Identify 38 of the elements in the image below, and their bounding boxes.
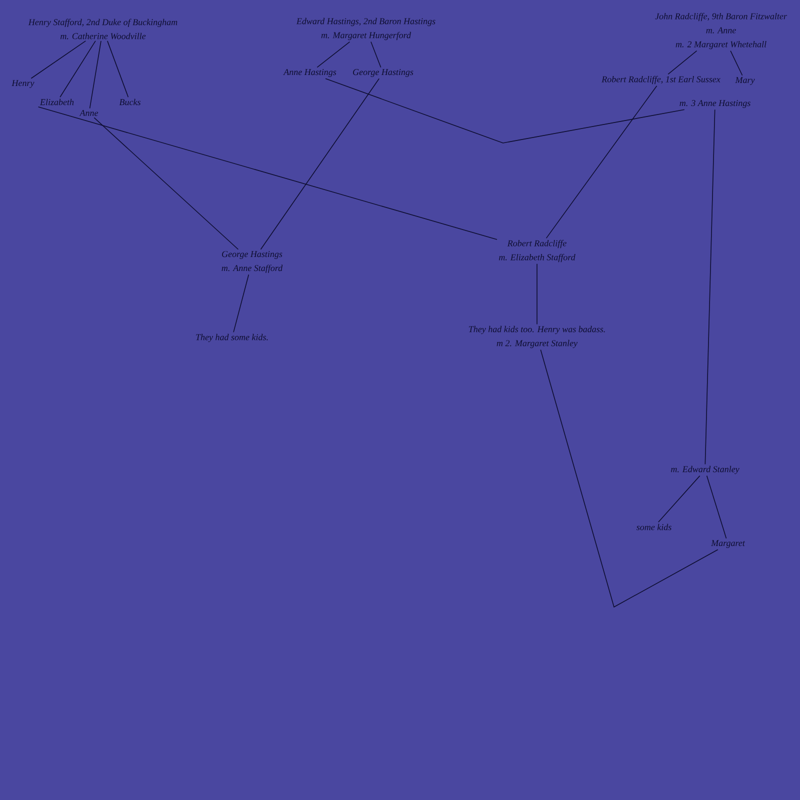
name-label: Mary [735, 77, 755, 85]
name-label: Margaret [710, 540, 746, 548]
name-label: m. 3 Anne Hastings [680, 100, 750, 108]
name-label: Robert Radcliffe, 1st Earl Sussex [602, 76, 720, 84]
connector-line [260, 78, 380, 250]
connector-line [706, 475, 727, 539]
connector-line [658, 475, 700, 523]
name-label: Edward Hastings, 2nd Baron Hastings m. Margaret Hungerford [296, 18, 436, 40]
name-label: m. Edward Stanley [671, 466, 740, 474]
name-label: Anne Hastings [283, 69, 336, 77]
connector-line [730, 50, 743, 76]
name-label: Elizabeth [40, 98, 74, 106]
name-label: Anne [79, 110, 98, 116]
name-label: Henry [12, 80, 34, 88]
connector-line [233, 274, 250, 333]
name-label: They had kids too. Henry was badass. m 2. Margaret Stanley [468, 326, 605, 348]
name-label: Robert Radcliffe m. Elizabeth Stafford [499, 240, 576, 262]
connector-line [546, 85, 658, 239]
connector-line [540, 349, 718, 608]
name-label: John Radcliffe, 9th Baron Fitzwalter m. Anne m. 2 Margaret Whetehall [655, 12, 787, 50]
name-label: George Hastings [353, 69, 414, 77]
name-label: They had some kids. [196, 334, 268, 342]
connector-line [370, 41, 382, 68]
connector-line [107, 40, 129, 98]
name-label: George Hastings m. Anne Stafford [222, 251, 283, 273]
connector-line [668, 50, 698, 75]
connector-line [316, 41, 350, 68]
name-label: Henry Stafford, 2nd Duke of Buckingham m. Catherine Woodville [28, 18, 178, 40]
connector-line [89, 40, 102, 109]
name-label: Bucks [119, 98, 140, 106]
connector-line [94, 117, 239, 250]
connector-line [38, 106, 498, 240]
connector-line [30, 40, 86, 79]
connector-line [704, 109, 716, 465]
connector-line [325, 78, 685, 144]
name-label: some kids [636, 524, 672, 530]
connector-line [536, 263, 538, 325]
connector-line [60, 40, 96, 98]
